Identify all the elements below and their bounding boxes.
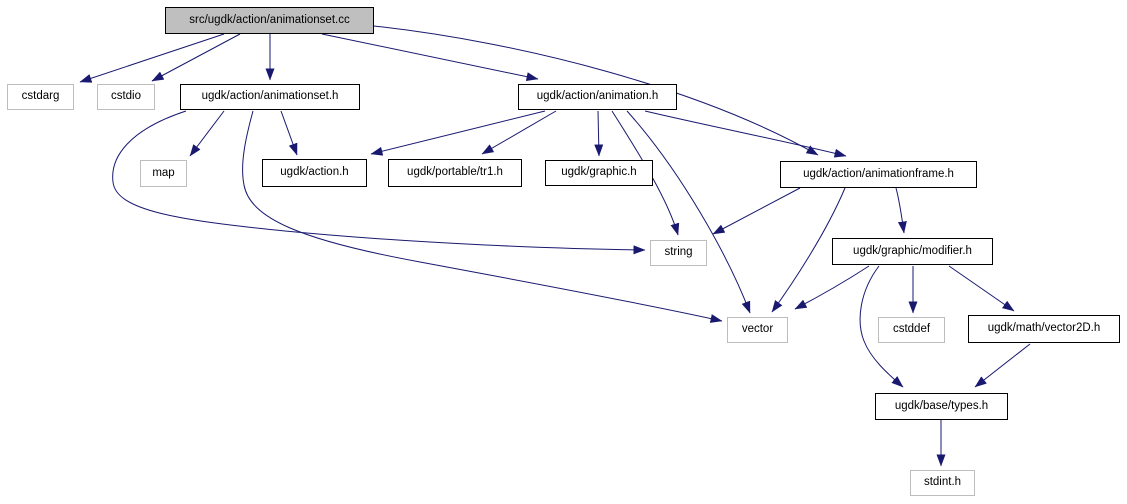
node-label: stdint.h bbox=[923, 476, 962, 489]
node-vector: vector bbox=[727, 317, 788, 343]
edge-animationset_cc-animationframe_h bbox=[373, 25, 819, 156]
node-label: ugdk/action/animationset.h bbox=[201, 90, 339, 103]
node-label: src/ugdk/action/animationset.cc bbox=[189, 13, 350, 26]
node-label: cstddef bbox=[892, 323, 931, 336]
node-label: ugdk/action/animationframe.h bbox=[803, 167, 954, 180]
edge-animationset_cc-cstdio bbox=[151, 33, 241, 82]
edge-animation_h-graphic_h bbox=[594, 110, 604, 157]
node-label: ugdk/action/animation.h bbox=[536, 90, 659, 103]
edge-animationframe_h-modifier_h bbox=[895, 187, 907, 234]
edge-modifier_h-types_h bbox=[859, 265, 904, 388]
edge-animationset_cc-cstdarg bbox=[79, 33, 225, 83]
node-label: ugdk/action.h bbox=[280, 166, 349, 179]
node-animationset_cc: src/ugdk/action/animationset.cc bbox=[165, 7, 374, 34]
node-label: map bbox=[152, 166, 175, 179]
edge-animationset_h-string bbox=[112, 110, 646, 255]
node-label: ugdk/graphic/modifier.h bbox=[853, 244, 972, 257]
node-modifier_h[interactable]: ugdk/graphic/modifier.h bbox=[832, 238, 993, 265]
node-label: string bbox=[664, 246, 693, 259]
node-cstdio: cstdio bbox=[97, 84, 155, 110]
node-label: ugdk/graphic.h bbox=[561, 166, 637, 179]
node-label: ugdk/base/types.h bbox=[894, 399, 989, 412]
edge-modifier_h-vector bbox=[794, 265, 870, 310]
node-stdint_h: stdint.h bbox=[910, 470, 975, 496]
node-cstdarg: cstdarg bbox=[7, 84, 74, 110]
node-string: string bbox=[650, 240, 707, 266]
node-label: vector bbox=[741, 323, 774, 336]
node-cstddef: cstddef bbox=[878, 317, 945, 343]
edge-animation_h-action_h bbox=[370, 110, 546, 156]
edge-animationframe_h-string bbox=[712, 187, 801, 235]
node-label: cstdarg bbox=[21, 90, 60, 103]
edge-animationset_h-action_h bbox=[280, 110, 298, 156]
node-map: map bbox=[140, 160, 187, 187]
edge-animationset_h-map bbox=[189, 110, 225, 157]
edge-animationframe_h-vector bbox=[771, 187, 846, 313]
edge-animation_h-tr1_h bbox=[481, 110, 557, 155]
edge-animation_h-vector bbox=[626, 110, 751, 314]
node-animationset_h[interactable]: ugdk/action/animationset.h bbox=[180, 84, 360, 110]
edge-animationset_h-vector bbox=[242, 110, 723, 323]
node-label: cstdio bbox=[110, 90, 142, 103]
edge-animationset_cc-animation_h bbox=[321, 33, 539, 82]
node-action_h[interactable]: ugdk/action.h bbox=[262, 159, 367, 187]
node-graphic_h[interactable]: ugdk/graphic.h bbox=[545, 160, 653, 186]
node-animationframe_h[interactable]: ugdk/action/animationframe.h bbox=[780, 161, 977, 188]
node-vector2d_h[interactable]: ugdk/math/vector2D.h bbox=[968, 315, 1120, 343]
node-label: ugdk/math/vector2D.h bbox=[987, 322, 1101, 335]
edge-modifier_h-vector2d_h bbox=[948, 265, 1015, 312]
node-tr1_h[interactable]: ugdk/portable/tr1.h bbox=[388, 159, 522, 187]
node-types_h[interactable]: ugdk/base/types.h bbox=[875, 393, 1008, 420]
node-animation_h[interactable]: ugdk/action/animation.h bbox=[518, 84, 677, 110]
node-label: ugdk/portable/tr1.h bbox=[407, 166, 503, 179]
edge-vector2d_h-types_h bbox=[974, 343, 1031, 388]
edge-animation_h-animationframe_h bbox=[644, 110, 847, 158]
